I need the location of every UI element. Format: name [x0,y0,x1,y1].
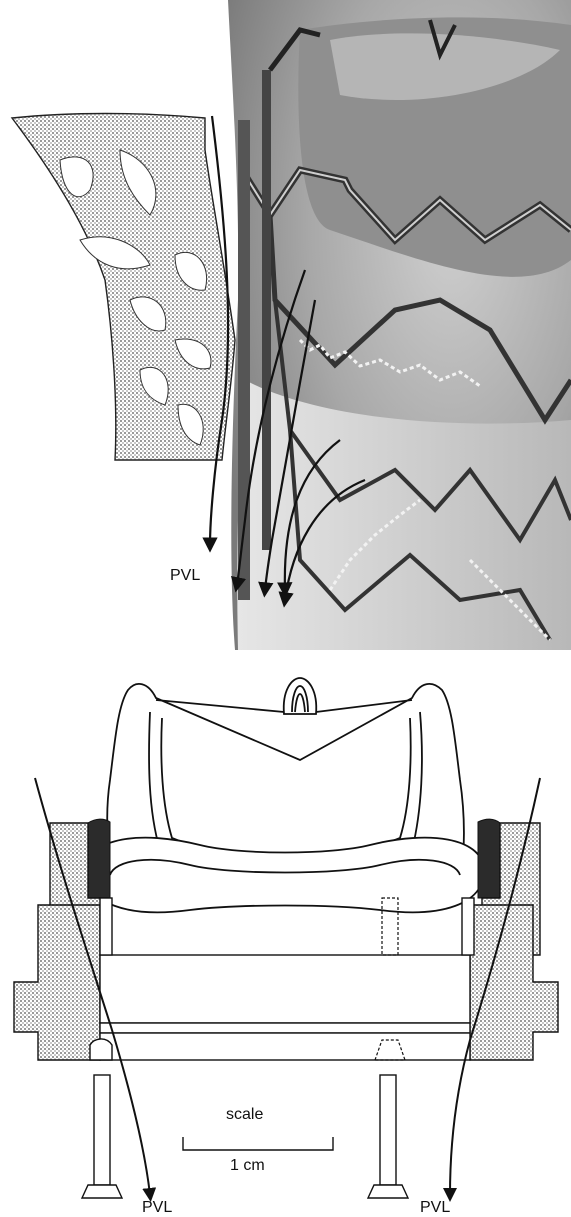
bottom-panel: scale 1 cm PVL PVL [14,678,558,1216]
valve-photo [228,0,571,650]
pvl-label-bottom-left: PVL [142,1199,172,1216]
pvl-label-bottom-right: PVL [420,1199,450,1216]
top-panel: PVL [12,0,571,650]
aortic-wall-sketch [12,114,235,461]
scale-title: scale [226,1106,263,1123]
valve-schematic [86,678,484,912]
pvl-label-top: PVL [170,567,200,584]
scale-value: 1 cm [230,1157,265,1174]
scale-bar [183,1137,333,1150]
